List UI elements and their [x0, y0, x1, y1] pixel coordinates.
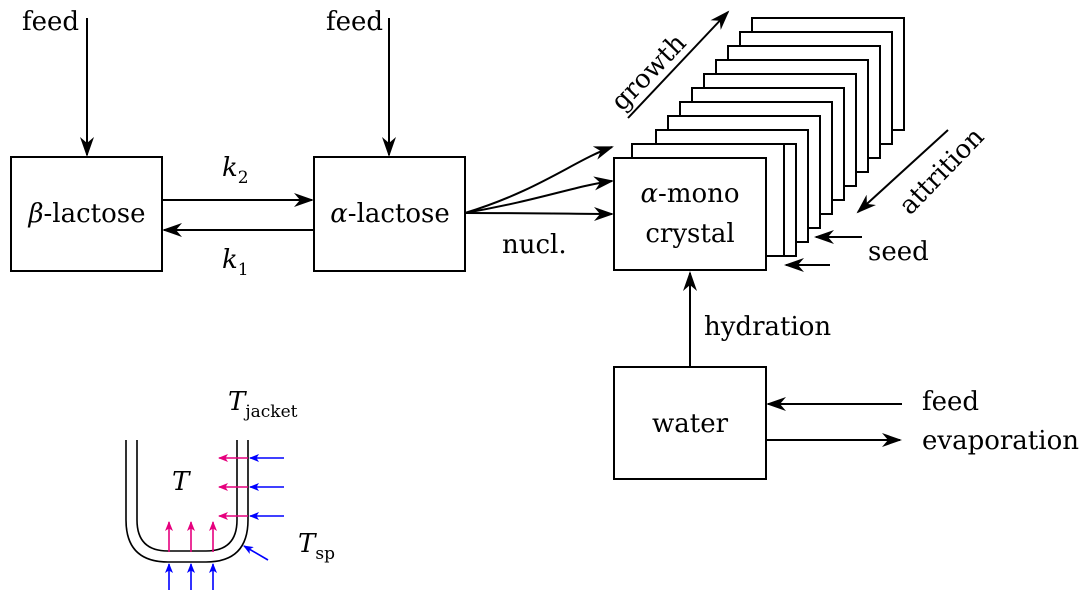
crystal-line2: crystal — [645, 219, 734, 249]
t-jacket-letter: T — [228, 387, 247, 417]
k1-label: k1 — [222, 245, 249, 280]
nucleation-arrow-lower — [464, 206, 614, 221]
seed-label: seed — [868, 237, 929, 267]
beta-lactose-label: β-lactose — [27, 199, 145, 229]
k2-label: k2 — [222, 153, 249, 188]
jacketed-vessel — [125, 440, 249, 563]
t-inner-label: T — [172, 467, 191, 497]
beta-lactose-box — [10, 156, 163, 272]
t-jacket-sub: jacket — [243, 402, 297, 422]
feed-mid-label: feed — [326, 7, 383, 37]
crystal-symbol: α — [640, 179, 658, 209]
hydration-label: hydration — [704, 312, 831, 342]
alpha-symbol: α — [330, 199, 348, 229]
beta-suffix: -lactose — [44, 199, 146, 229]
crystal-stack — [613, 17, 905, 271]
alpha-suffix: -lactose — [348, 199, 450, 229]
heat-transfer-arrows-outer — [165, 454, 284, 590]
alpha-mono-crystal-box — [613, 157, 767, 271]
nucleation-arrow-middle — [464, 176, 614, 214]
alpha-lactose-label: α-lactose — [330, 199, 450, 229]
heat-transfer-arrows-inner — [165, 454, 248, 552]
k2-index: 2 — [238, 168, 249, 188]
water-box — [613, 366, 767, 480]
k1-letter: k — [222, 245, 238, 275]
t-sp-sub: sp — [315, 544, 335, 564]
crystal-suffix: -mono — [658, 179, 740, 209]
beta-symbol: β — [27, 199, 43, 229]
nucleation-arrow-upper — [464, 146, 614, 214]
t-jacket-label: Tjacket — [228, 387, 298, 422]
growth-arrow — [627, 10, 730, 119]
t-sp-letter: T — [298, 529, 317, 559]
alpha-lactose-box — [313, 156, 466, 272]
water-label: water — [652, 409, 729, 439]
t-sp-label: Tsp — [298, 529, 335, 564]
k1-index: 1 — [238, 260, 249, 280]
k2-letter: k — [222, 153, 238, 183]
water-feed-label: feed — [922, 387, 979, 417]
feed-left-label: feed — [22, 7, 79, 37]
nucleation-label: nucl. — [502, 230, 567, 260]
evaporation-label: evaporation — [922, 426, 1079, 456]
crystal-line1: α-mono — [640, 179, 739, 209]
attrition-arrow — [856, 129, 949, 214]
